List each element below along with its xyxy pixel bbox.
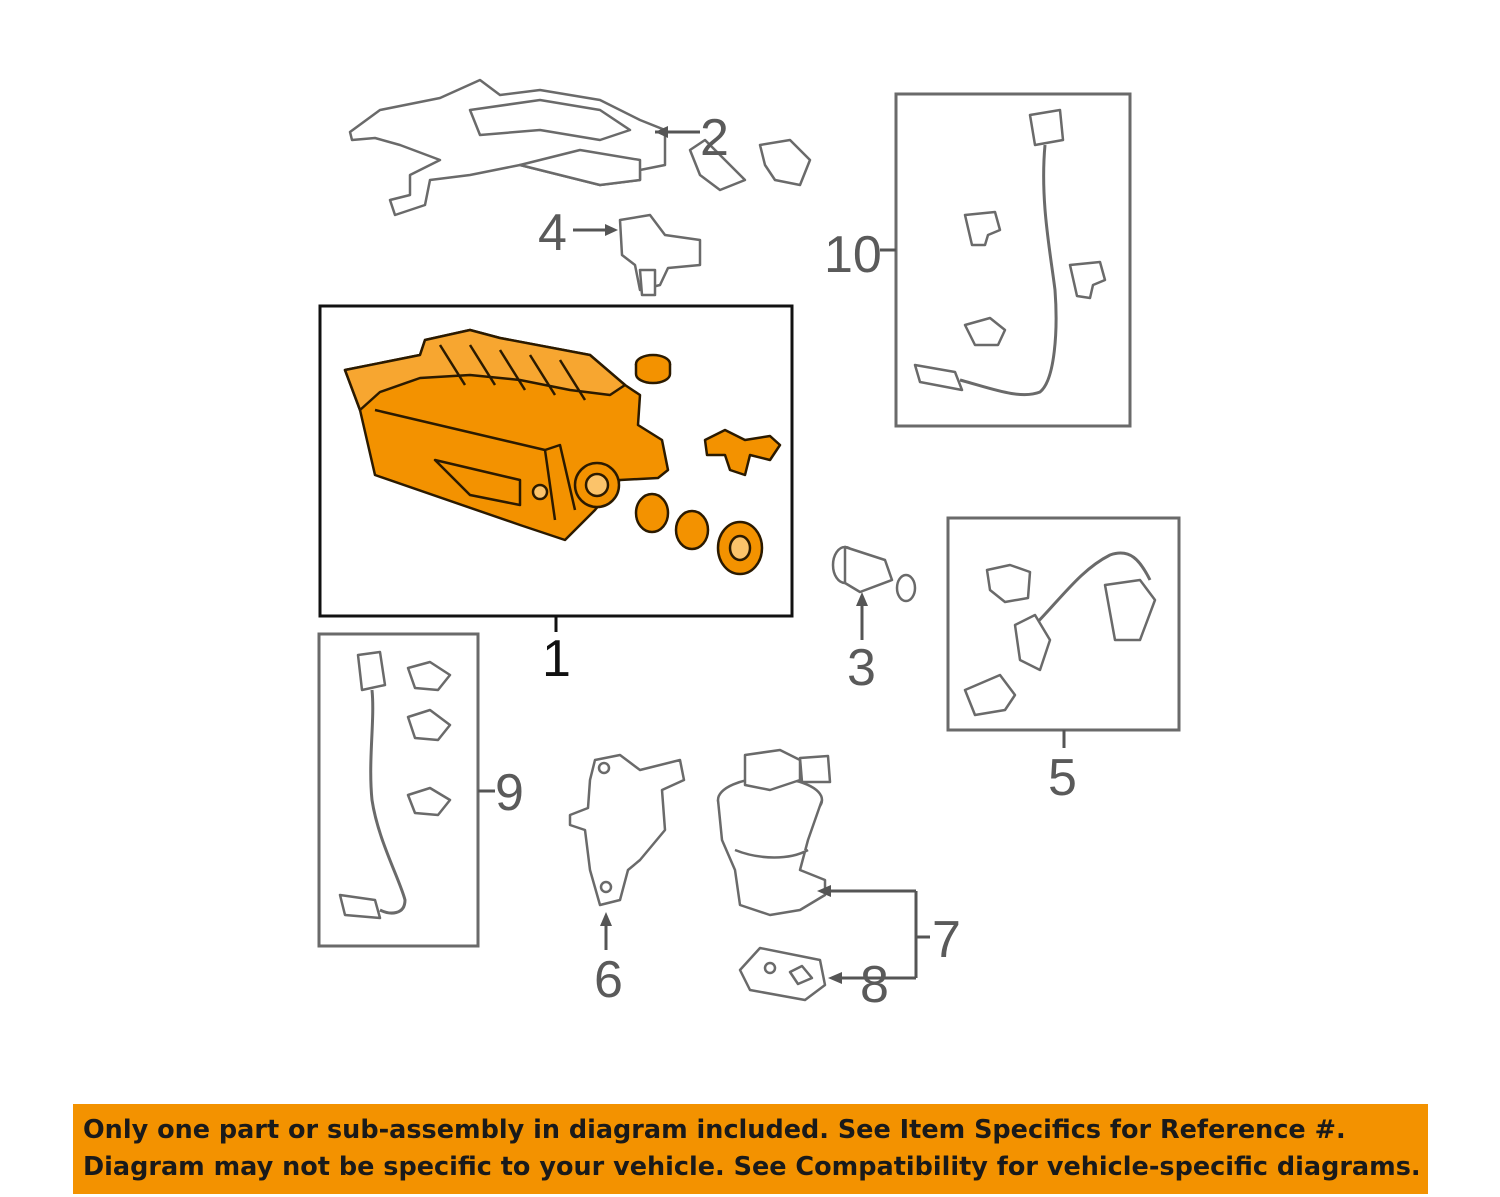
callout-6: 6 <box>594 951 623 1009</box>
sensor-part-4 <box>573 213 702 297</box>
orange-seals <box>634 353 782 576</box>
sensor-part-5 <box>963 551 1157 748</box>
callout-3: 3 <box>847 639 876 697</box>
callout-7: 7 <box>932 911 961 969</box>
part-9-box <box>317 632 480 948</box>
gasket-part-8 <box>738 946 916 1002</box>
bracket-part-2 <box>348 78 812 217</box>
callout-9: 9 <box>495 764 524 822</box>
disclaimer-banner: Only one part or sub-assembly in diagram… <box>73 1104 1428 1194</box>
egr-valve-part-7 <box>716 748 930 978</box>
disclaimer-line-2: Diagram may not be specific to your vehi… <box>83 1152 1421 1182</box>
sensor-harness-part-10 <box>880 108 1107 397</box>
callout-4: 4 <box>538 204 567 262</box>
callout-10: 10 <box>824 226 882 284</box>
callout-5: 5 <box>1048 749 1077 807</box>
sensor-harness-part-9 <box>338 650 495 920</box>
disclaimer-line-1: Only one part or sub-assembly in diagram… <box>83 1115 1346 1145</box>
canister-part-1 <box>343 328 670 542</box>
valve-part-6 <box>568 753 686 950</box>
plug-part-3 <box>831 545 917 640</box>
callout-8: 8 <box>860 956 889 1014</box>
callout-1: 1 <box>542 630 571 688</box>
parts-diagram: 1 2 3 4 5 6 7 8 9 10 <box>317 78 1181 1014</box>
callout-2: 2 <box>700 109 729 167</box>
